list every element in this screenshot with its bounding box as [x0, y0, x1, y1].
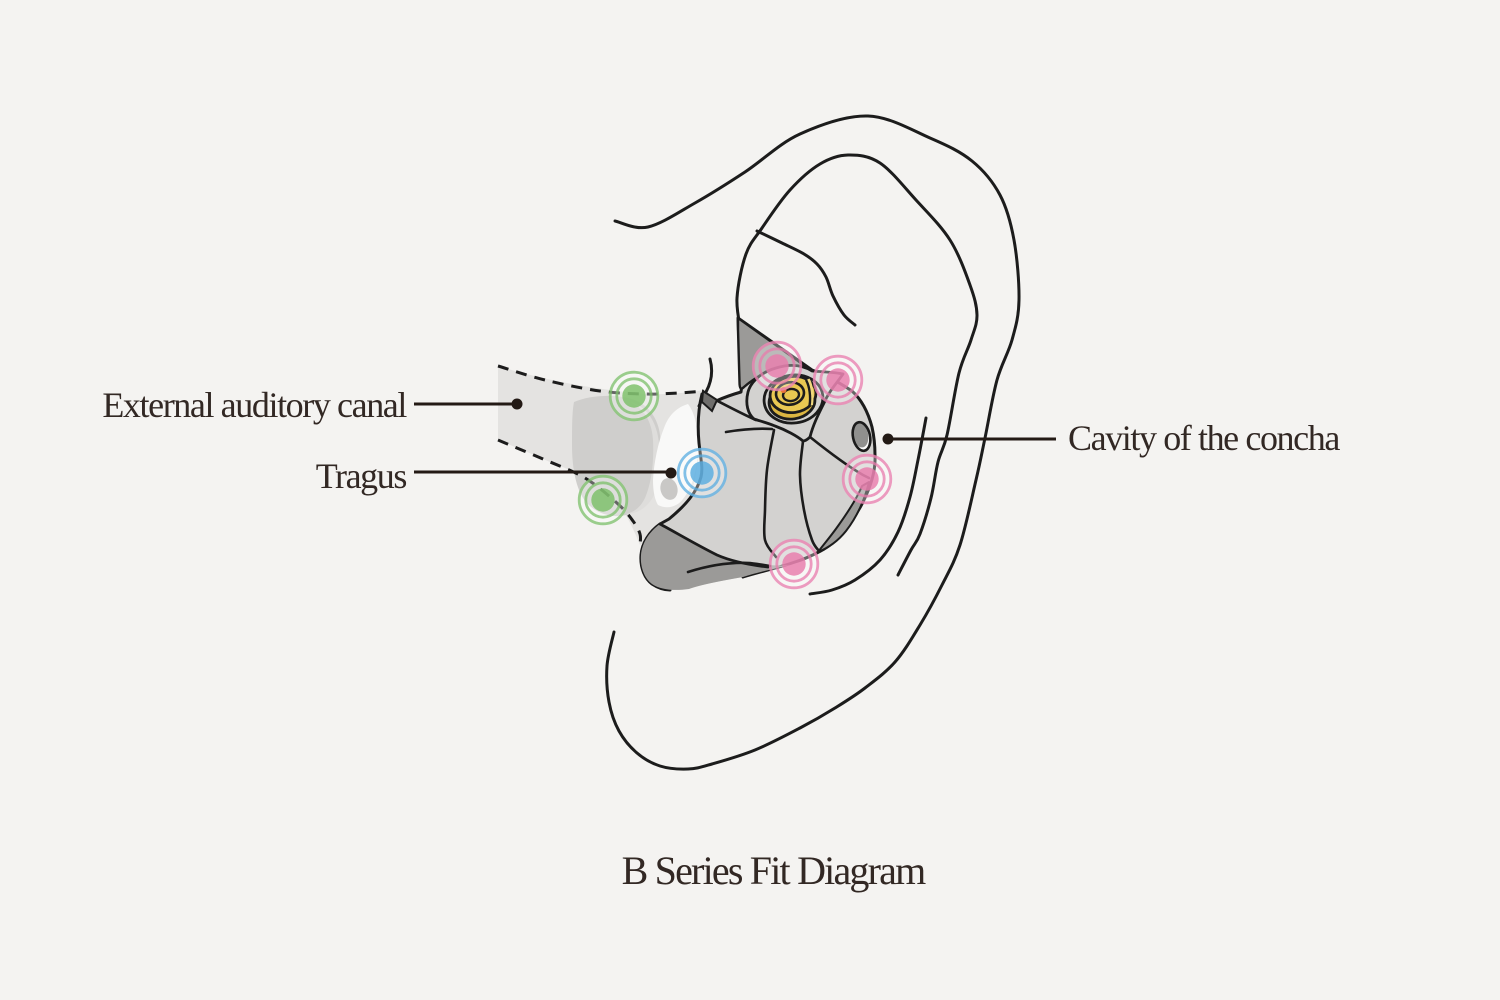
svg-text:Tragus: Tragus [316, 456, 407, 496]
svg-text:External auditory canal: External auditory canal [102, 385, 407, 425]
svg-text:B Series Fit Diagram: B Series Fit Diagram [622, 848, 927, 893]
svg-text:Cavity of the concha: Cavity of the concha [1068, 418, 1340, 458]
